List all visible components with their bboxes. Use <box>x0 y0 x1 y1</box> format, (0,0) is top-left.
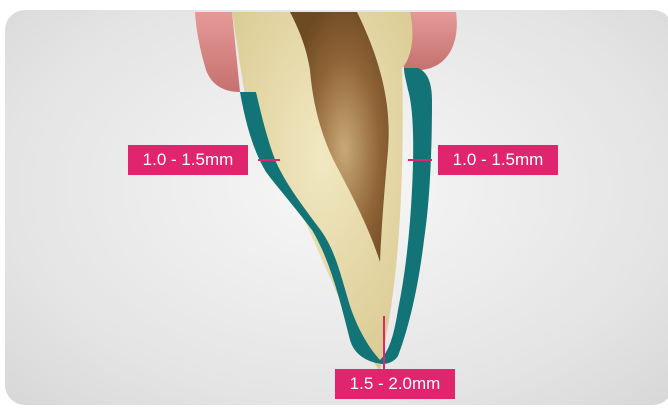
lingual-thickness-label: 1.0 - 1.5mm <box>438 145 558 175</box>
incisal-reduction-label: 1.5 - 2.0mm <box>335 369 455 399</box>
gingiva-left <box>195 12 240 92</box>
buccal-thickness-label: 1.0 - 1.5mm <box>128 145 248 175</box>
